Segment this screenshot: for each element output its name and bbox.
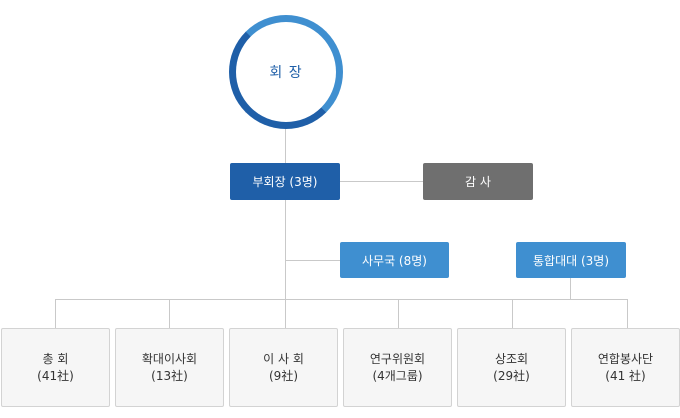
- connector-drop-6: [627, 299, 628, 328]
- body-name: 확대이사회: [141, 351, 198, 366]
- secretariat-label: 사무국 (8명): [362, 253, 427, 268]
- body-expanded-board: 확대이사회 (13社): [115, 328, 224, 407]
- body-name: 연합봉사단: [597, 351, 654, 366]
- body-count: (29社): [493, 368, 530, 383]
- body-research-committee: 연구위원회 (4개그룹): [343, 328, 452, 407]
- president-label: 회 장: [269, 65, 303, 81]
- body-general-assembly: 총 회 (41社): [1, 328, 110, 407]
- body-name: 연구위원회: [369, 351, 426, 366]
- body-board-of-directors: 이 사 회 (9社): [229, 328, 338, 407]
- president-node: 회 장: [229, 15, 343, 129]
- body-count: (9社): [269, 368, 298, 383]
- connector-vp-to-bottom: [285, 200, 286, 300]
- connector-drop-5: [512, 299, 513, 328]
- body-count: (4개그룹): [372, 368, 423, 383]
- body-count: (13社): [151, 368, 188, 383]
- body-name: 상조회: [494, 351, 529, 366]
- connector-drop-4: [398, 299, 399, 328]
- connector-to-secretariat: [285, 260, 340, 261]
- vice-president-node: 부회장 (3명): [230, 163, 340, 200]
- auditor-label: 감 사: [465, 175, 491, 189]
- body-count: (41社): [37, 368, 74, 383]
- body-name: 이 사 회: [263, 351, 304, 366]
- integration-captain-label: 통합대대 (3명): [532, 253, 609, 268]
- body-volunteer-group: 연합봉사단 (41 社): [571, 328, 680, 407]
- connector-vp-to-auditor: [340, 181, 423, 182]
- connector-horizontal-bus: [55, 299, 628, 300]
- integration-captain-node: 통합대대 (3명): [516, 242, 626, 278]
- connector-drop-2: [169, 299, 170, 328]
- body-count: (41 社): [605, 368, 646, 383]
- body-mutual-aid: 상조회 (29社): [457, 328, 566, 407]
- connector-drop-3: [285, 299, 286, 328]
- connector-president-to-vp: [285, 129, 286, 163]
- connector-integration-down: [570, 278, 571, 300]
- body-name: 총 회: [42, 351, 69, 366]
- connector-drop-1: [55, 299, 56, 328]
- secretariat-node: 사무국 (8명): [340, 242, 449, 278]
- vice-president-label: 부회장 (3명): [252, 175, 318, 189]
- auditor-node: 감 사: [423, 163, 533, 200]
